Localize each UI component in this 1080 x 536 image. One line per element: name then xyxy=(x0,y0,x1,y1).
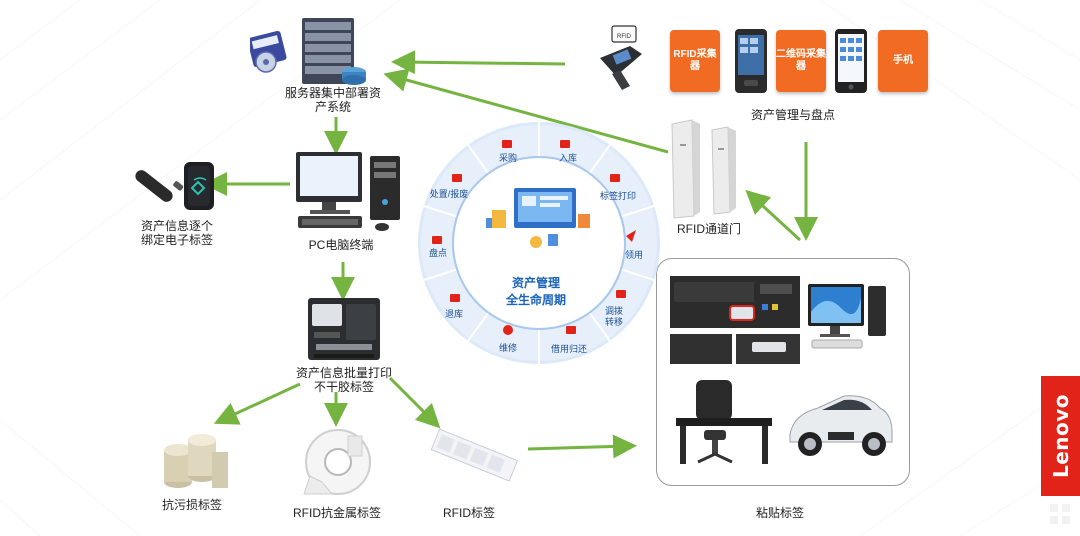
arrow-printer-to-antifouling xyxy=(213,382,301,425)
car-icon xyxy=(789,395,893,456)
pc-icon xyxy=(296,152,400,231)
segment-purchase: 采购 xyxy=(498,153,517,163)
server-icon xyxy=(250,18,366,85)
icon-print xyxy=(610,174,620,182)
rfid-strip-icon xyxy=(430,428,519,482)
lifecycle-ring xyxy=(418,122,660,364)
phone-box: 手机 xyxy=(878,30,928,92)
segment-receive: 领用 xyxy=(624,250,643,260)
printer-label: 资产信息批量打印 不干胶标签 xyxy=(295,366,392,394)
qr-collector-box: 二维码采集器 xyxy=(776,30,826,92)
arrow-to-gate xyxy=(745,189,802,242)
tag-antimetal-label: RFID抗金属标签 xyxy=(293,506,381,520)
lifecycle-center-title: 资产管理 全生命周期 xyxy=(505,276,566,307)
icon-return xyxy=(450,294,460,302)
dashboard-icon xyxy=(808,284,886,349)
icon-transfer xyxy=(616,290,626,298)
printer-icon xyxy=(308,298,380,360)
laptop-icon xyxy=(670,276,800,364)
center-illustration xyxy=(486,188,590,248)
card-reader-icon xyxy=(135,162,214,210)
corner-dots xyxy=(1050,504,1070,524)
segment-labelprint: 标签打印 xyxy=(599,191,636,201)
arrow-printer-to-rfidtag xyxy=(388,376,441,429)
icon-receive xyxy=(626,230,636,242)
rfid-gate-icon xyxy=(671,119,736,219)
smartphone-icon xyxy=(835,29,867,93)
inventory-label: 资产管理与盘点 xyxy=(750,108,835,122)
segment-instock: 入库 xyxy=(558,153,577,163)
rugged-phone-icon xyxy=(735,29,767,93)
segment-repair: 维修 xyxy=(498,343,517,353)
tag-rfid-label: RFID标签 xyxy=(443,506,495,520)
arrow-gate-to-server xyxy=(383,68,669,154)
tag-antifouling-label: 抗污损标签 xyxy=(161,498,222,512)
icon-instock xyxy=(560,140,570,148)
arrow-devices-to-server xyxy=(391,50,566,75)
pc-label: PC电脑终端 xyxy=(308,238,374,252)
segment-inventory: 盘点 xyxy=(428,248,447,258)
segment-borrow: 借用归还 xyxy=(550,344,587,354)
arrow-rfidtag-to-sticker xyxy=(527,434,637,459)
segment-return: 退库 xyxy=(444,309,463,319)
bind-label: 资产信息逐个 绑定电子标签 xyxy=(140,219,213,247)
lenovo-logo: Lenovo xyxy=(1041,376,1080,496)
icon-dispose xyxy=(452,174,462,182)
server-label: 服务器集中部署资 产系统 xyxy=(284,86,381,114)
rfid-collector-box: RFID采集器 xyxy=(670,30,720,92)
rfid-gate-label: RFID通道门 xyxy=(677,222,741,236)
icon-inventory xyxy=(432,236,442,244)
segment-transfer: 调拨 转移 xyxy=(604,306,623,327)
segment-dispose: 处置/报废 xyxy=(429,189,469,199)
icon-purchase xyxy=(502,140,512,148)
handheld-scanner-icon: RFID xyxy=(600,25,642,90)
scanner-badge-text: RFID xyxy=(617,34,632,40)
sticker-label: 粘贴标签 xyxy=(755,506,804,520)
icon-borrow xyxy=(566,326,576,334)
antimetal-roll-icon xyxy=(303,429,371,495)
label-roll-icon xyxy=(164,434,228,488)
desk-chair-icon xyxy=(676,380,772,464)
icon-repair xyxy=(503,325,513,335)
